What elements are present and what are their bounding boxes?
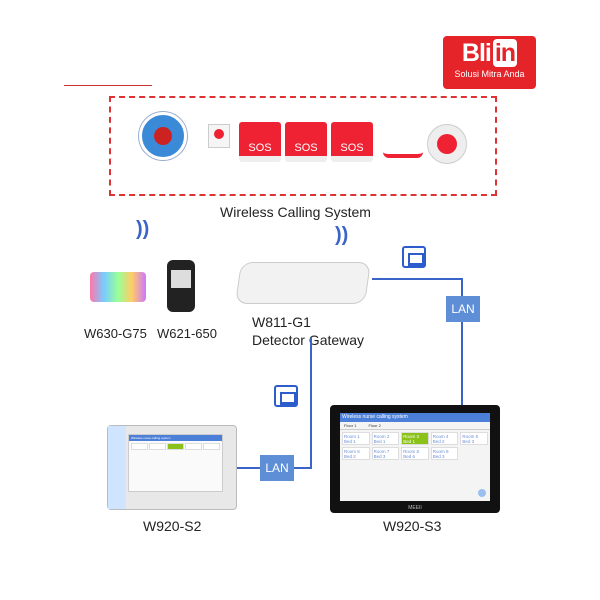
s2-screen: Wireless nurse calling system [128, 434, 223, 492]
w920-s2-label: W920-S2 [143, 518, 202, 534]
sos-button: SOS [285, 122, 327, 162]
tab-floor-2[interactable]: Floor 2 [368, 423, 381, 428]
wireless-calling-system-label: Wireless Calling System [220, 204, 371, 220]
room-card[interactable]: Room 5 Bed 3 [460, 432, 488, 445]
ethernet-icon [402, 246, 426, 268]
connection-line [461, 278, 463, 405]
room-card-active[interactable]: Room 3 Bed 1 [401, 432, 429, 445]
pager-watch [167, 260, 195, 312]
ethernet-icon [274, 385, 298, 407]
gateway-model: W811-G1 [252, 314, 311, 330]
s3-screen: Wireless nurse calling system Floor 1 Flo… [340, 413, 490, 501]
room-card[interactable]: Room 8 Bed 6 [401, 447, 429, 460]
wifi-icon: )) [136, 218, 150, 240]
gateway-name: Detector Gateway [252, 332, 365, 348]
connection-line [310, 338, 312, 468]
lan-badge: LAN [260, 455, 294, 481]
lan-badge: LAN [446, 296, 480, 322]
connection-line [372, 278, 462, 280]
room-card[interactable]: Room 2 Bed 1 [371, 432, 400, 445]
tab-floor-1[interactable]: Floor 1 [344, 423, 357, 428]
logo-tagline: Solusi Mitra Anda [454, 69, 525, 79]
fab-button[interactable] [478, 489, 486, 497]
sos-button: SOS [331, 122, 373, 162]
gateway-device [235, 262, 371, 304]
light-bar-device [90, 272, 146, 302]
w920-s3-tablet: Wireless nurse calling system Floor 1 Flo… [330, 405, 500, 513]
device-label: W621-650 [157, 326, 217, 341]
divider [64, 85, 152, 86]
wifi-icon: )) [335, 224, 349, 246]
round-call-button [427, 124, 467, 164]
room-card[interactable]: Room 4 Bed 2 [430, 432, 459, 445]
sos-button: SOS [239, 122, 281, 162]
room-card[interactable]: Room 6 Bed 2 [342, 447, 370, 460]
pull-cord-button [208, 124, 230, 148]
w920-s3-label: W920-S3 [383, 518, 442, 534]
device-label: W630-G75 [84, 326, 147, 341]
room-card[interactable]: Room 7 Bed 3 [371, 447, 400, 460]
wrist-pendant [139, 112, 187, 160]
room-card[interactable]: Room 1 Bed 1 [342, 432, 370, 445]
wireless-calling-system-group: SOS SOS SOS [109, 96, 497, 196]
room-card[interactable]: Room 9 Bed 3 [430, 447, 459, 460]
bed-alarm [383, 138, 423, 158]
w920-s2-terminal: Wireless nurse calling system [107, 425, 237, 510]
screen-title: Wireless nurse calling system [340, 413, 490, 422]
tablet-brand: MEEII [408, 505, 422, 511]
